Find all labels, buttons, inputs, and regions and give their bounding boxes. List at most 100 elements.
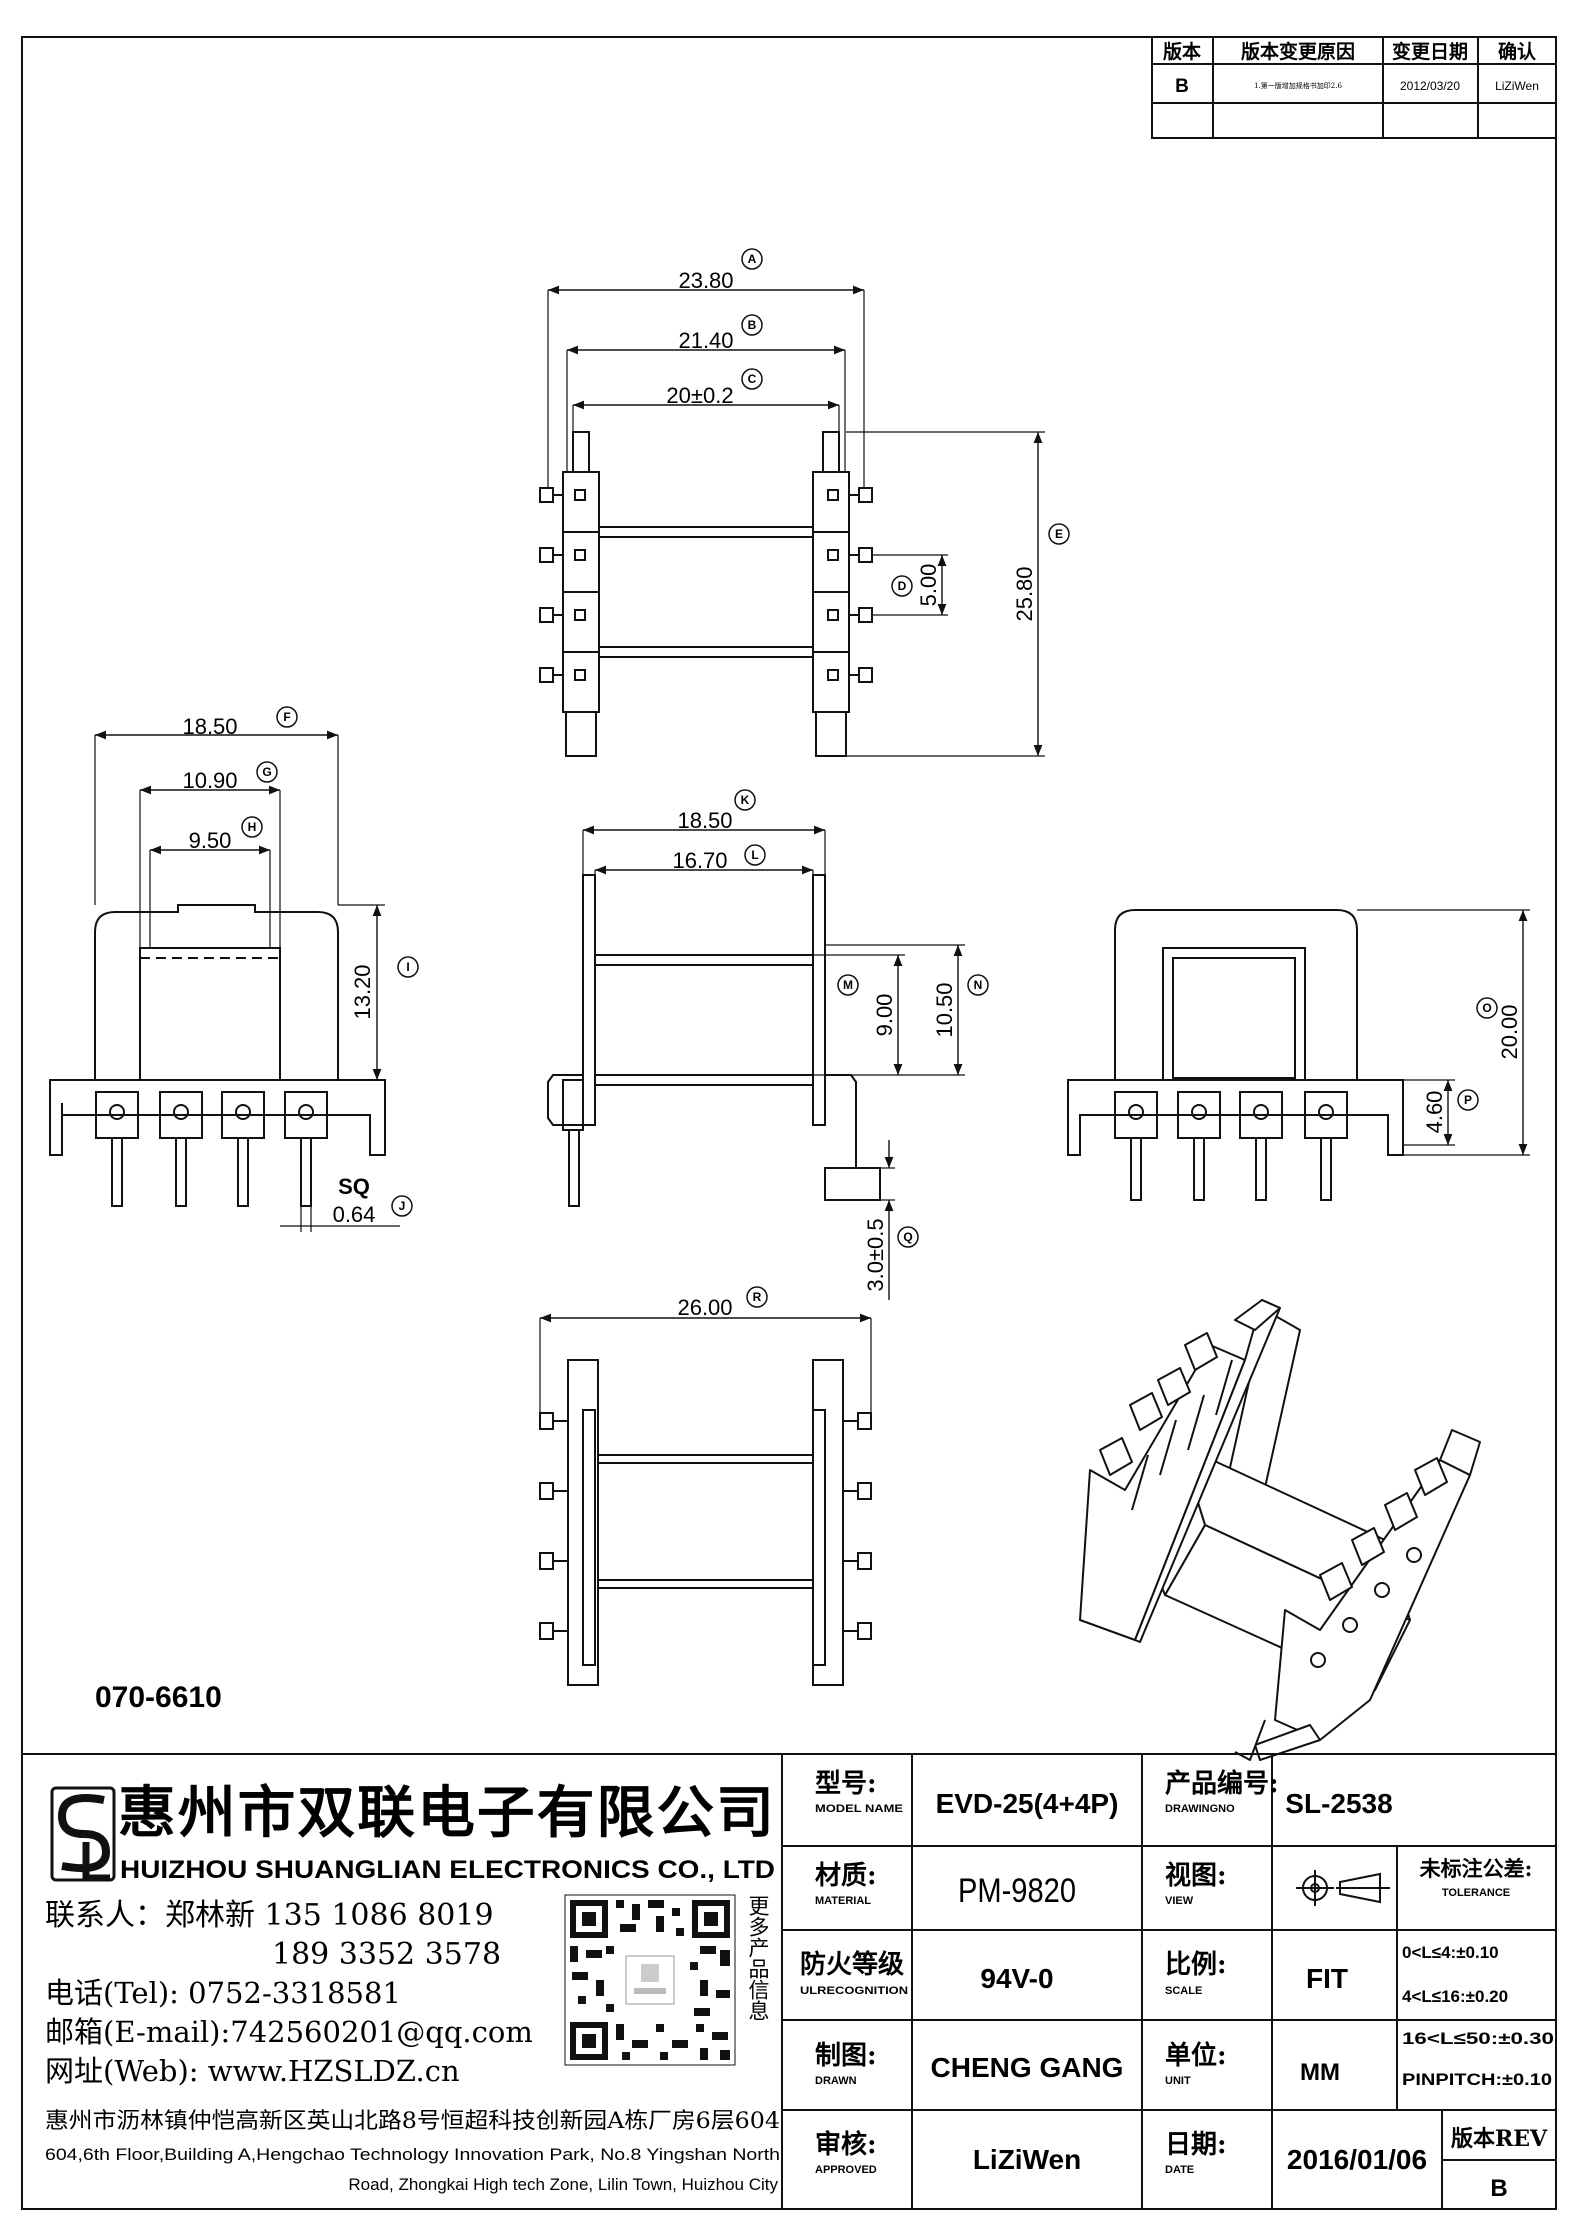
drawn-sub: DRAWN (815, 2075, 857, 2087)
view-sub: VIEW (1165, 1895, 1194, 1907)
revision-table (1151, 36, 1557, 139)
appr-label: 审核: (815, 2129, 877, 2160)
dim-b: 21.40 (678, 328, 733, 353)
dim-h: 9.50 (189, 828, 232, 853)
projection-symbol-icon (1296, 1870, 1390, 1906)
label-b: B (748, 318, 757, 332)
dim-n: 10.50 (932, 982, 957, 1037)
label-r-circle (746, 1286, 768, 1308)
label-j-circle (391, 1195, 413, 1217)
qr-caption: 更多产品信息 (746, 1895, 770, 2021)
tol-line-4: PINPITCH:±0.10 (1402, 2070, 1552, 2089)
label-o: O (1482, 1001, 1491, 1015)
email-line: 邮箱(E-mail):742560201@qq.com (45, 2015, 533, 2049)
label-i-circle (397, 956, 419, 978)
dim-a: 23.80 (678, 268, 733, 293)
front-view (547, 825, 965, 1300)
top-view (539, 285, 1045, 757)
dim-d: 5.00 (916, 564, 941, 607)
dwg-sub: DRAWINGNO (1165, 1803, 1235, 1815)
rev-row-date: 2012/03/20 (1400, 79, 1460, 93)
fire-label: 防火等级 (800, 1949, 904, 1980)
label-l-circle (744, 844, 766, 866)
scale-sub: SCALE (1165, 1985, 1202, 1997)
label-c-circle (741, 368, 763, 390)
tol-sub: TOLERANCE (1442, 1887, 1510, 1899)
label-n-circle (967, 974, 989, 996)
label-p: P (1464, 1093, 1472, 1107)
dwg-value: SL-2538 (1285, 1788, 1392, 1819)
rev-header-confirm: 确认 (1498, 40, 1536, 63)
label-g-circle (256, 761, 278, 783)
unit-label: 单位: (1165, 2040, 1227, 2071)
label-i: I (406, 960, 409, 974)
part-number: 070-6610 (95, 1681, 222, 1714)
dim-i: 13.20 (350, 964, 375, 1019)
rev-value: B (1490, 2175, 1507, 2202)
dim-p: 4.60 (1422, 1091, 1447, 1134)
label-h: H (248, 820, 257, 834)
tel-line: 电话(Tel): 0752-3318581 (45, 1976, 401, 2010)
rev-header-version: 版本 (1163, 40, 1201, 63)
rev-row-version: B (1175, 76, 1189, 97)
title-block-grid (21, 1753, 1557, 2210)
scale-value: FIT (1306, 1963, 1348, 1994)
dim-c: 20±0.2 (666, 383, 733, 408)
rev-header-date: 变更日期 (1392, 40, 1468, 63)
dim-f: 18.50 (182, 714, 237, 739)
label-c: C (748, 372, 757, 386)
address-cn: 惠州市沥林镇仲恺高新区英山北路8号恒超科技创新园A栋厂房6层604 (45, 2109, 780, 2134)
label-n: N (974, 978, 983, 992)
contact-line: 联系人：郑林新 135 1086 8019 (45, 1898, 494, 1933)
label-j: J (399, 1199, 406, 1213)
fire-sub: ULRECOGNITION (800, 1985, 908, 1997)
label-k-circle (734, 789, 756, 811)
contact-line-2: 189 3352 3578 (272, 1937, 501, 1972)
date-sub: DATE (1165, 2164, 1194, 2176)
approved-value: LiZiWen (973, 2144, 1081, 2175)
tol-line-3: 16<L≤50:±0.30 (1402, 2029, 1554, 2048)
model-label: 型号: (815, 1769, 877, 1799)
appr-sub: APPROVED (815, 2164, 877, 2176)
scale-label: 比例: (1165, 1950, 1227, 1980)
web-line: 网址(Web): www.HZSLDZ.cn (45, 2054, 460, 2088)
rev-label: 版本REV (1451, 2126, 1548, 2152)
view-label: 视图: (1165, 1861, 1227, 1891)
dim-l: 16.70 (672, 848, 727, 873)
tol-label: 未标注公差: (1420, 1856, 1533, 1881)
model-sub: MODEL NAME (815, 1803, 903, 1815)
address-en-1: 604,6th Floor,Building A,Hengchao Techno… (45, 2145, 780, 2164)
dim-j: 0.64 (333, 1202, 376, 1227)
unit-value: MM (1300, 2059, 1340, 2086)
label-p-circle (1457, 1089, 1479, 1111)
label-f-circle (276, 706, 298, 728)
rev-row-reason: 1.第一版增加规格书加印2.6 (1254, 81, 1342, 90)
label-g: G (262, 765, 271, 779)
dwg-label: 产品编号: (1165, 1768, 1279, 1799)
label-e: E (1055, 527, 1063, 541)
drawn-label: 制图: (815, 2041, 877, 2071)
dim-m: 9.00 (872, 994, 897, 1037)
label-d: D (898, 579, 907, 593)
label-b-circle (741, 314, 763, 336)
label-d-circle (891, 575, 913, 597)
address-en-2: Road, Zhongkai High tech Zone, Lilin Tow… (348, 2175, 778, 2194)
label-h-circle (241, 816, 263, 838)
dim-r: 26.00 (677, 1295, 732, 1320)
drawn-value: CHENG GANG (931, 2052, 1124, 2083)
dim-o: 20.00 (1497, 1004, 1522, 1059)
label-a: A (748, 252, 757, 266)
model-value: EVD-25(4+4P) (936, 1788, 1119, 1819)
right-side-view (1067, 909, 1530, 1201)
label-q: Q (903, 1230, 912, 1244)
label-r: R (753, 1290, 762, 1304)
label-m-circle (837, 974, 859, 996)
bottom-view (539, 1313, 872, 1686)
dim-j-prefix: SQ (338, 1174, 370, 1199)
dim-g: 10.90 (182, 768, 237, 793)
label-e-circle (1048, 523, 1070, 545)
mat-sub: MATERIAL (815, 1895, 871, 1907)
rev-header-reason: 版本变更原因 (1241, 40, 1355, 63)
label-o-circle (1476, 997, 1498, 1019)
